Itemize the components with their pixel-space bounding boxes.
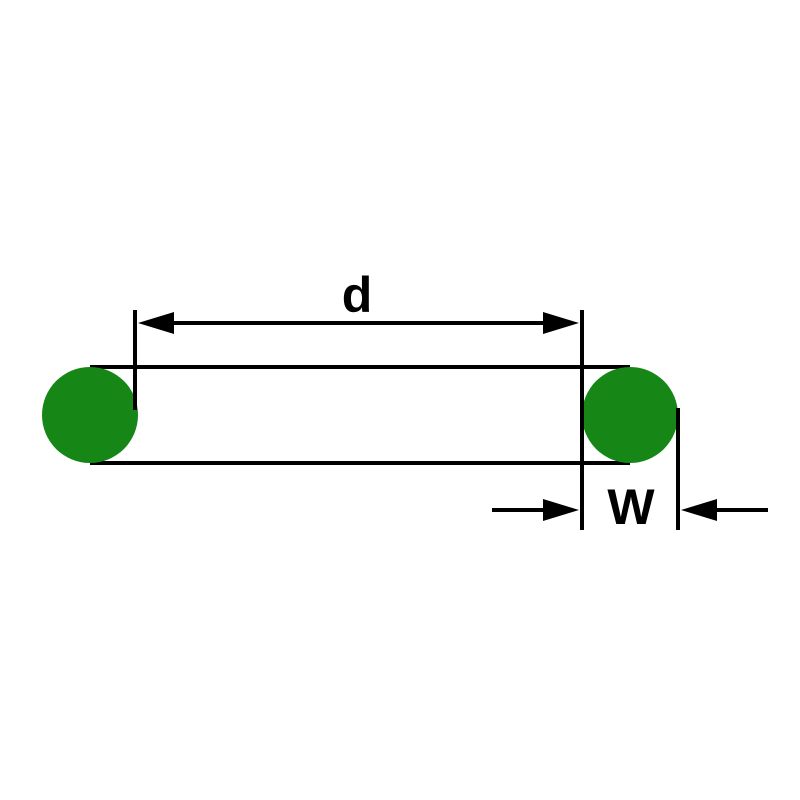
w-arrowhead-right: [681, 499, 717, 521]
d-arrowhead-right: [543, 312, 579, 334]
oring-left-cross-section: [42, 367, 138, 463]
w-arrowhead-left: [543, 499, 579, 521]
d-dimension-label: d: [342, 267, 373, 323]
d-arrowhead-left: [138, 312, 174, 334]
oring-right-cross-section: [582, 367, 678, 463]
w-dimension-label: W: [607, 479, 655, 535]
